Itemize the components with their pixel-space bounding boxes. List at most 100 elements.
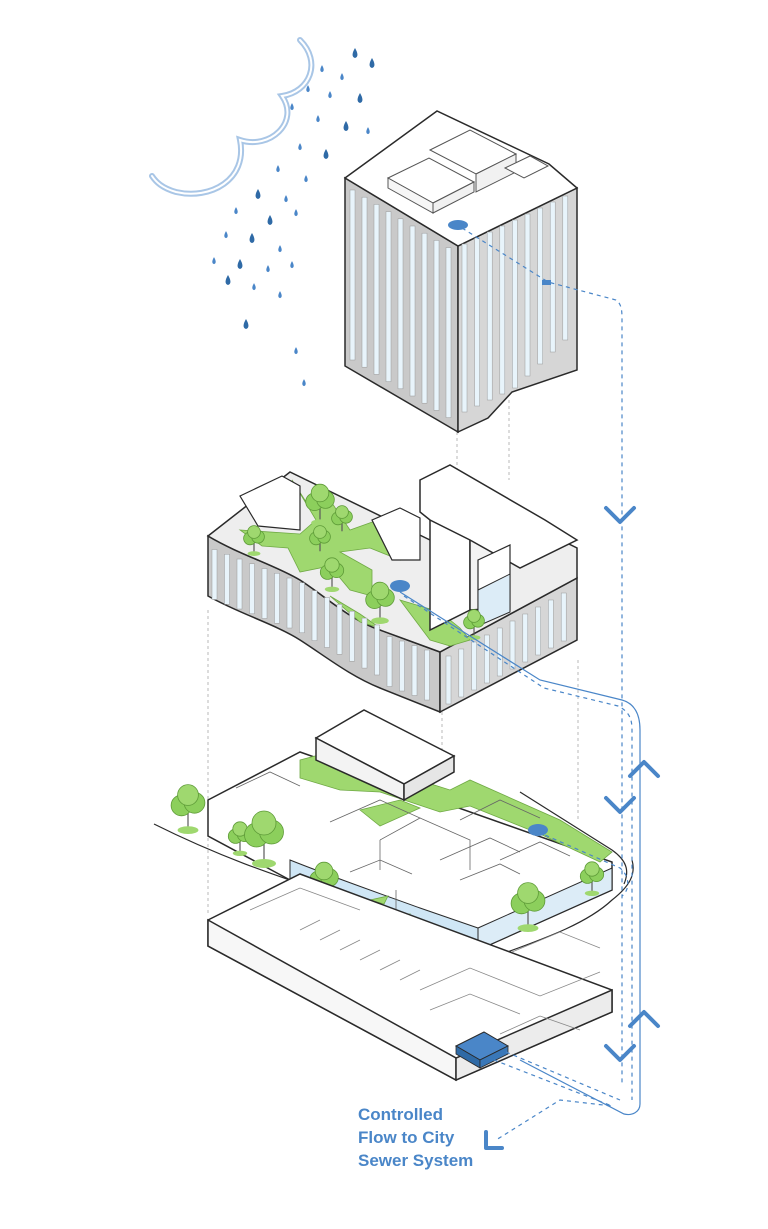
window <box>522 613 529 663</box>
tree-icon <box>309 525 331 556</box>
roof-drain <box>448 220 468 230</box>
window <box>548 599 554 649</box>
chevron-down-icon <box>604 796 636 814</box>
window <box>385 211 392 382</box>
rain-drops <box>212 48 375 387</box>
tower-windows <box>349 189 569 418</box>
window <box>349 610 355 662</box>
window <box>562 195 569 341</box>
window <box>524 213 531 377</box>
window <box>261 568 268 619</box>
street-trees <box>170 784 605 932</box>
raindrop-icon <box>276 165 280 173</box>
raindrop-icon <box>234 207 238 215</box>
window <box>496 627 503 677</box>
raindrop-icon <box>290 103 294 111</box>
window <box>509 620 516 670</box>
window <box>421 232 428 404</box>
window <box>474 237 480 407</box>
cloud-icon <box>149 37 315 197</box>
window <box>560 592 567 642</box>
tree-icon <box>244 810 284 868</box>
raindrop-icon <box>290 261 294 269</box>
window <box>461 243 468 413</box>
window <box>549 201 556 353</box>
podium-drain <box>528 824 548 836</box>
label-line-3: Sewer System <box>358 1151 473 1170</box>
tree-icon <box>365 581 395 624</box>
chevron-down-icon <box>604 1044 636 1062</box>
raindrop-icon <box>252 283 256 291</box>
window <box>211 549 218 600</box>
city-sewer-label: Controlled Flow to City Sewer System <box>358 1105 473 1170</box>
window <box>386 636 393 687</box>
tree-icon <box>510 882 546 932</box>
tree-icon <box>463 609 485 640</box>
raindrop-icon <box>266 265 270 273</box>
raindrop-icon <box>255 189 261 199</box>
window <box>361 617 368 669</box>
raindrop-icon <box>302 379 306 387</box>
parking-lines <box>249 887 601 1035</box>
chevron-down-icon <box>604 506 636 524</box>
roof-drain <box>390 580 410 592</box>
window <box>286 577 293 629</box>
window <box>373 204 380 375</box>
window <box>458 648 465 698</box>
window <box>374 624 380 676</box>
raindrop-icon <box>306 85 310 93</box>
flow-lines <box>399 227 641 1141</box>
arrow-to-city-icon <box>484 1130 504 1150</box>
podium-rooms <box>235 771 571 916</box>
window <box>274 573 280 624</box>
window <box>512 219 518 389</box>
raindrop-icon <box>316 115 320 123</box>
window <box>471 641 477 691</box>
raindrop-icon <box>366 127 370 135</box>
raindrop-icon <box>212 257 216 265</box>
window <box>445 655 452 705</box>
chevron-up-icon <box>628 1010 660 1028</box>
window <box>433 240 440 411</box>
raindrop-icon <box>294 347 298 355</box>
window <box>311 590 318 641</box>
raindrop-icon <box>284 195 288 203</box>
window <box>411 645 418 696</box>
raindrop-icon <box>323 149 329 159</box>
roof-trees <box>243 483 485 640</box>
window <box>424 649 430 701</box>
raindrop-icon <box>320 65 324 73</box>
raindrop-icon <box>328 91 332 99</box>
window <box>399 640 405 692</box>
window <box>236 558 243 610</box>
window <box>499 225 506 395</box>
tree-icon <box>319 557 345 592</box>
window <box>484 634 490 684</box>
tree-icon <box>243 525 265 556</box>
basement-level <box>207 873 613 1082</box>
tree-icon <box>579 861 605 896</box>
tree-icon <box>305 483 335 526</box>
raindrop-icon <box>294 209 298 217</box>
tree-icon <box>331 505 353 536</box>
window <box>409 225 416 397</box>
tree-icon <box>170 784 206 834</box>
raindrop-icon <box>237 259 243 269</box>
window <box>224 554 230 605</box>
window <box>445 247 452 418</box>
window <box>361 196 368 368</box>
window <box>336 604 343 655</box>
raindrop-icon <box>340 73 344 81</box>
raindrop-icon <box>298 143 302 151</box>
raindrop-icon <box>224 231 228 239</box>
midrise-windows <box>211 549 567 705</box>
raindrop-icon <box>278 245 282 253</box>
flow-arrows <box>484 506 660 1150</box>
raindrop-icon <box>249 233 255 243</box>
window <box>249 563 255 615</box>
raindrop-icon <box>369 58 375 68</box>
label-line-2: Flow to City <box>358 1128 455 1147</box>
midrise-building <box>206 464 579 714</box>
overflow-drain <box>542 280 551 285</box>
